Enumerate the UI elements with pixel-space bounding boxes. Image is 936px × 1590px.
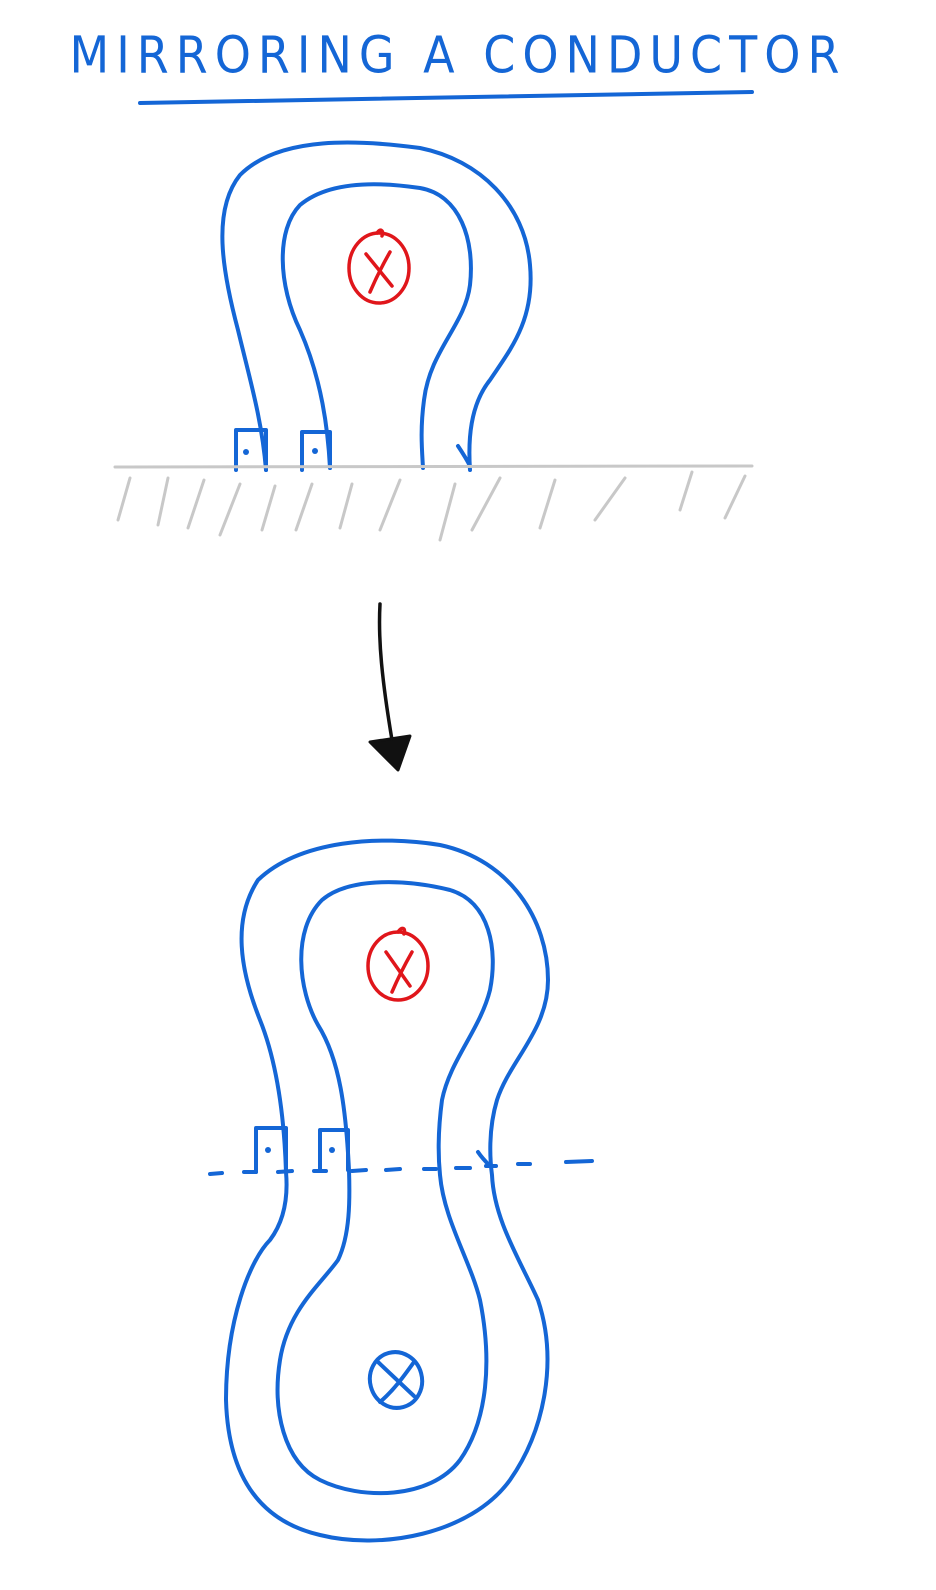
ground-hatching [116,470,747,542]
bottom-outer-field-line [224,838,550,1543]
mirror-circled-x-icon [367,1350,425,1410]
top-inner-field-line [280,182,473,470]
top-scene [113,140,754,542]
bottom-tick [476,1150,492,1168]
down-arrow-icon [368,602,412,772]
circled-x-icon [347,228,411,305]
bottom-scene [208,838,594,1543]
square-dot-icon [318,1128,350,1172]
circled-x-icon [366,926,430,1002]
ground-line [113,464,754,469]
top-outer-field-line [220,140,533,472]
top-tick [456,444,472,468]
title-underline [138,90,754,105]
bottom-inner-field-line [275,880,495,1496]
square-dot-icon [254,1126,288,1174]
mirror-plane-dashed-line [208,1159,594,1176]
diagram-title: MIRRORING A CONDUCTOR [69,25,847,85]
square-dot-icon [300,430,332,472]
square-dot-icon [234,428,268,472]
